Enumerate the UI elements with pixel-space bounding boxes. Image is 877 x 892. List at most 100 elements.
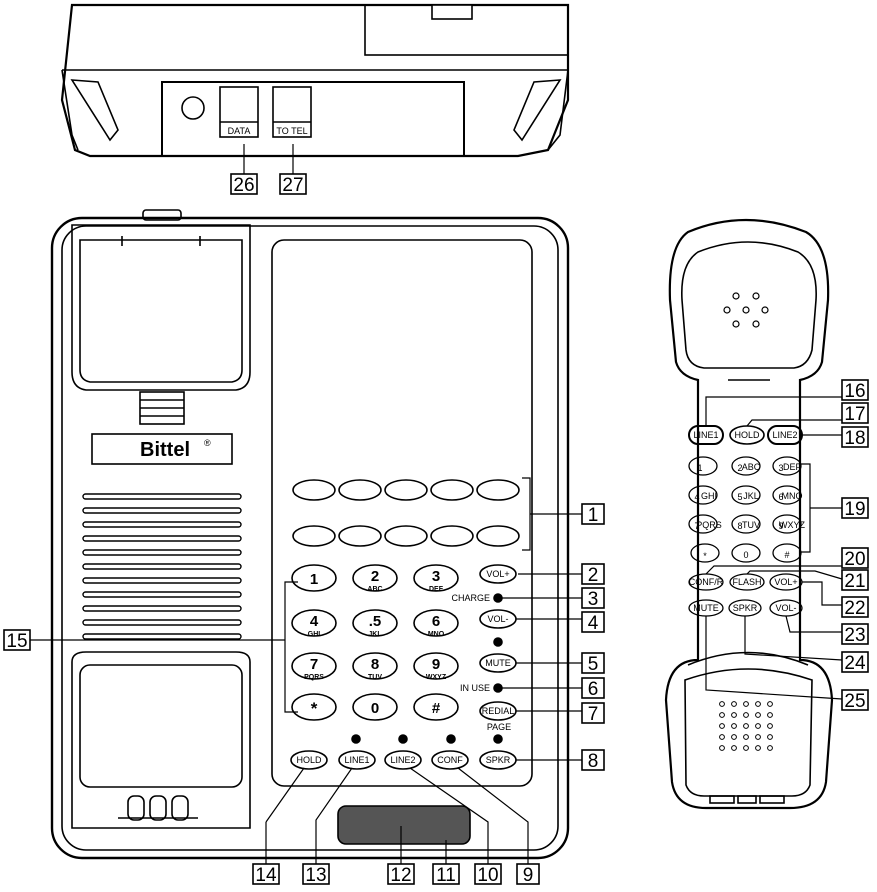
svg-text:7: 7 [694,521,699,531]
hold-button[interactable]: HOLD [290,750,328,770]
speed-dial-button[interactable] [476,525,520,547]
callout-13: 13 [302,863,330,886]
svg-text:VOL+: VOL+ [486,569,509,579]
callout-19: 19 [841,497,869,520]
svg-text:GHI: GHI [308,631,321,638]
svg-text:2: 2 [588,565,599,586]
svg-text:LINE2: LINE2 [772,430,797,440]
svg-text:PQRS: PQRS [696,520,722,530]
charge-indicator [493,593,503,603]
line1-indicator [351,734,361,744]
callout-10: 10 [474,863,502,886]
svg-text:ABC: ABC [367,586,382,593]
svg-text:SPKR: SPKR [486,755,511,765]
handset-line2-button[interactable]: LINE2 [767,425,803,445]
speed-dial-button[interactable] [384,479,428,501]
svg-text:DEF: DEF [429,586,444,593]
speed-dial-button[interactable] [338,479,382,501]
svg-text:27: 27 [282,175,303,196]
svg-text:9: 9 [523,865,534,886]
svg-text:6: 6 [778,492,783,502]
speed-dial-button[interactable] [384,525,428,547]
callout-22: 22 [841,596,869,619]
callout-20: 20 [841,547,869,570]
speed-dial-button[interactable] [430,525,474,547]
key-hash[interactable]: # [413,693,459,721]
callout-25: 25 [841,689,869,712]
handset-spkr-button[interactable]: SPKR [728,599,762,617]
svg-text:REDIAL: REDIAL [482,706,515,716]
svg-text:17: 17 [844,404,865,425]
handset-key-1[interactable]: 1 [688,456,718,476]
svg-text:1: 1 [310,571,318,588]
svg-text:JKL: JKL [368,631,382,638]
svg-text:SPKR: SPKR [733,603,758,613]
line2-button[interactable]: LINE2 [384,750,422,770]
handset-flash-button[interactable]: FLASH [729,573,765,591]
svg-text:19: 19 [844,499,865,520]
key-0[interactable]: 0 [352,693,398,721]
handset-key-star[interactable]: * [690,543,720,563]
svg-text:20: 20 [844,549,865,570]
handset-vol-up-button[interactable]: VOL+ [769,573,803,591]
speed-dial-button[interactable] [430,479,474,501]
svg-text:7: 7 [310,656,318,673]
svg-text:7: 7 [588,704,599,725]
brand-plate [91,433,233,465]
svg-text:13: 13 [305,865,326,886]
handset-hold-button[interactable]: HOLD [729,425,765,445]
handset-key-hash[interactable]: # [772,543,802,563]
speed-dial-button[interactable] [476,479,520,501]
key-1[interactable]: 1 [291,564,337,592]
key-star[interactable]: * [291,693,337,721]
line2-indicator [398,734,408,744]
redial-button[interactable]: REDIAL [479,701,517,721]
vol-down-button[interactable]: VOL- [479,609,517,629]
svg-text:8: 8 [588,751,599,772]
svg-text:1: 1 [697,463,702,473]
handset-conf-button[interactable]: CONF/R [688,573,724,591]
svg-text:6: 6 [432,613,440,630]
line1-button[interactable]: LINE1 [338,750,376,770]
svg-text:VOL+: VOL+ [774,577,797,587]
svg-text:5: 5 [588,654,599,675]
in-use-label: IN USE [460,683,490,693]
svg-text:FLASH: FLASH [732,577,761,587]
vol-up-button[interactable]: VOL+ [479,564,517,584]
handset-line1-button[interactable]: LINE1 [688,425,724,445]
svg-text:PQRS: PQRS [304,674,324,681]
conf-button[interactable]: CONF [431,750,469,770]
mute-indicator [493,637,503,647]
svg-text:23: 23 [844,625,865,646]
data-port: DATA [219,86,259,138]
callout-3: 3 [581,587,605,610]
svg-text:VOL-: VOL- [775,603,796,613]
spkr-button[interactable]: SPKR [479,750,517,770]
speed-dial-button[interactable] [292,525,336,547]
base-bottom-buttons: HOLD LINE1 LINE2 CONF [290,734,469,770]
speed-dial-button[interactable] [292,479,336,501]
svg-text:14: 14 [255,865,277,886]
svg-text:VOL-: VOL- [487,614,508,624]
speed-dial-button[interactable] [338,525,382,547]
handset-key-0[interactable]: 0 [731,543,761,563]
handset-vol-down-button[interactable]: VOL- [769,599,803,617]
handset-mute-button[interactable]: MUTE [688,599,724,617]
mute-button[interactable]: MUTE [479,653,517,673]
